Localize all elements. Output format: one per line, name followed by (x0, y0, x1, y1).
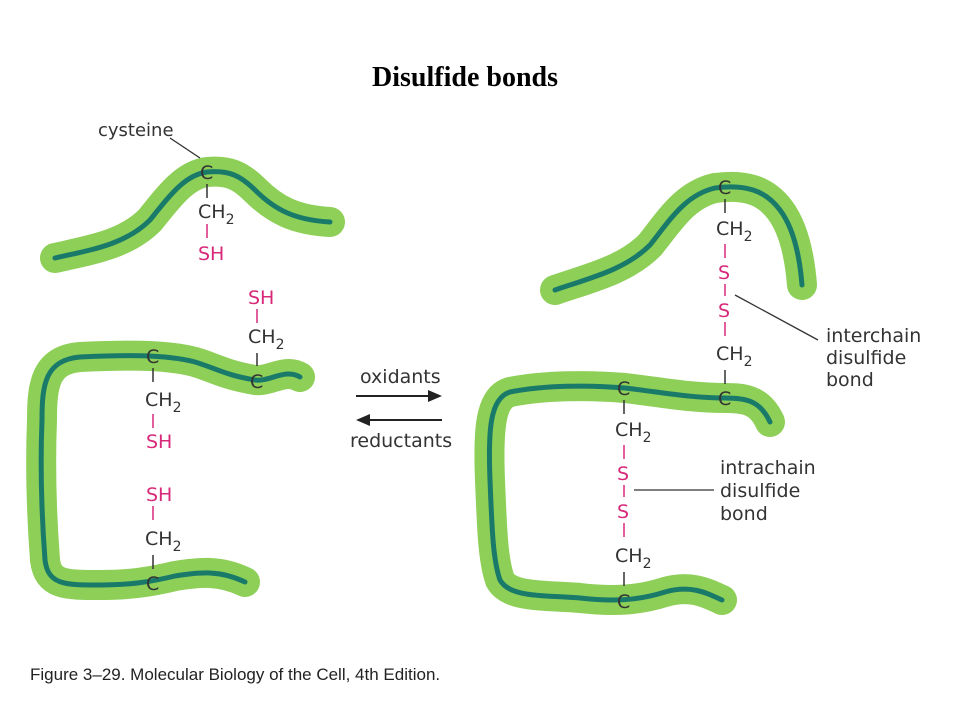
left-lower-chain (26, 340, 315, 600)
atom-ch2: CH2 (615, 419, 651, 446)
atom-sh: SH (248, 287, 274, 309)
svg-text:bond: bond (826, 369, 874, 391)
left-lower-top-cysteine: C CH2 SH (145, 346, 181, 453)
right-upper-chain-backbone (552, 184, 805, 293)
svg-text:bond: bond (720, 503, 768, 525)
left-upper-cysteine: C CH2 SH (198, 162, 234, 265)
atom-sh: SH (146, 484, 172, 506)
left-upper-chain (40, 156, 345, 273)
right-upper-chain-outline (540, 171, 817, 305)
atom-c: C (200, 162, 213, 184)
atom-ch2: CH2 (716, 343, 752, 370)
right-lower-chain (474, 371, 785, 615)
svg-text:intrachain: intrachain (720, 457, 816, 479)
interchain-pointer (734, 294, 819, 341)
reaction-arrows: oxidants reductants (350, 366, 452, 452)
intrachain-bridge: C CH2 S S CH2 C (615, 378, 651, 613)
atom-ch2: CH2 (615, 545, 651, 572)
atom-s: S (718, 300, 730, 322)
atom-c: C (146, 346, 159, 368)
atom-c: C (617, 591, 630, 613)
left-lower-chain-backbone (38, 353, 303, 588)
figure-caption: Figure 3–29. Molecular Biology of the Ce… (30, 665, 441, 684)
reverse-arrow-head (356, 414, 370, 426)
right-upper-chain (540, 171, 817, 305)
left-lower-right-cysteine: SH CH2 C (248, 287, 284, 393)
reductants-label: reductants (350, 430, 452, 452)
atom-c: C (146, 573, 159, 595)
cysteine-label: cysteine (98, 120, 174, 141)
atom-s: S (718, 262, 730, 284)
right-lower-chain-backbone (486, 383, 773, 603)
atom-c: C (617, 378, 630, 400)
atom-c: C (250, 371, 263, 393)
atom-s: S (617, 463, 629, 485)
atom-ch2: CH2 (198, 201, 234, 228)
intrachain-label: intrachain disulfide bond (720, 457, 816, 525)
svg-text:disulfide: disulfide (720, 480, 800, 502)
atom-ch2: CH2 (145, 389, 181, 416)
atom-ch2: CH2 (716, 218, 752, 245)
atom-sh: SH (198, 243, 224, 265)
forward-arrow-head (428, 390, 442, 402)
atom-ch2: CH2 (145, 528, 181, 555)
atom-sh: SH (146, 431, 172, 453)
atom-c: C (718, 177, 731, 199)
atom-ch2: CH2 (248, 326, 284, 353)
left-upper-chain-backbone (52, 169, 333, 261)
svg-text:interchain: interchain (826, 325, 921, 347)
atom-s: S (617, 501, 629, 523)
slide-title: Disulfide bonds (372, 62, 558, 93)
interchain-bridge: C CH2 S S CH2 C (716, 177, 752, 410)
atom-c: C (718, 388, 731, 410)
svg-text:disulfide: disulfide (826, 347, 906, 369)
interchain-label: interchain disulfide bond (826, 325, 921, 391)
left-lower-bottom-cysteine: SH CH2 C (145, 484, 181, 595)
cysteine-pointer (169, 137, 201, 159)
oxidants-label: oxidants (360, 366, 441, 388)
